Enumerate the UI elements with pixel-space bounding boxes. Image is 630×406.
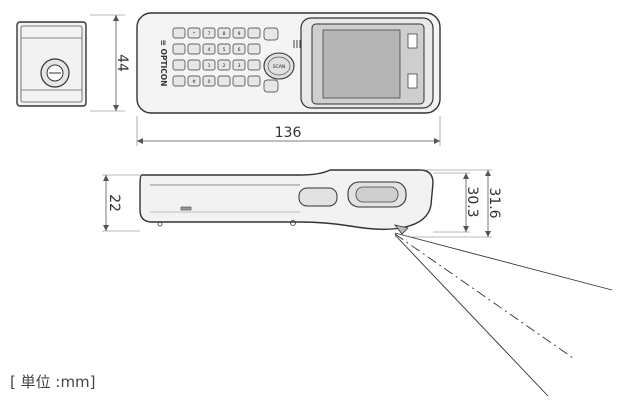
key-label: 0 bbox=[208, 79, 211, 85]
dim-height-front-inner: 30.3 bbox=[464, 186, 480, 217]
brand-logo: ≡ OPTICON bbox=[159, 40, 168, 87]
key-label: 6 bbox=[238, 47, 241, 53]
keypad bbox=[172, 27, 279, 93]
dim-height-front: 31.6 bbox=[486, 187, 502, 218]
side-view bbox=[102, 169, 613, 397]
dim-body-thickness: 22 bbox=[106, 194, 122, 212]
dim-side-height: 44 bbox=[114, 54, 130, 72]
key-label: * bbox=[193, 31, 196, 37]
key-label: 7 bbox=[208, 31, 211, 37]
top-view: 7 8 9 4 5 6 1 2 3 0 * # SCAN ≡ OPTICON bbox=[136, 12, 441, 146]
key-label: 8 bbox=[223, 31, 226, 37]
key-label: 5 bbox=[223, 47, 226, 53]
key-label: 4 bbox=[208, 47, 211, 53]
dim-total-length: 136 bbox=[275, 125, 302, 141]
key-label: # bbox=[192, 79, 196, 85]
side-trigger-button bbox=[298, 187, 338, 207]
scan-key-label: SCAN bbox=[273, 64, 285, 70]
key-label: 1 bbox=[208, 63, 211, 69]
key-label: 3 bbox=[238, 63, 241, 69]
end-view bbox=[16, 14, 125, 112]
unit-label: [ 単位 :mm] bbox=[10, 373, 96, 391]
key-label: 9 bbox=[238, 31, 241, 37]
key-label: 2 bbox=[223, 63, 226, 69]
